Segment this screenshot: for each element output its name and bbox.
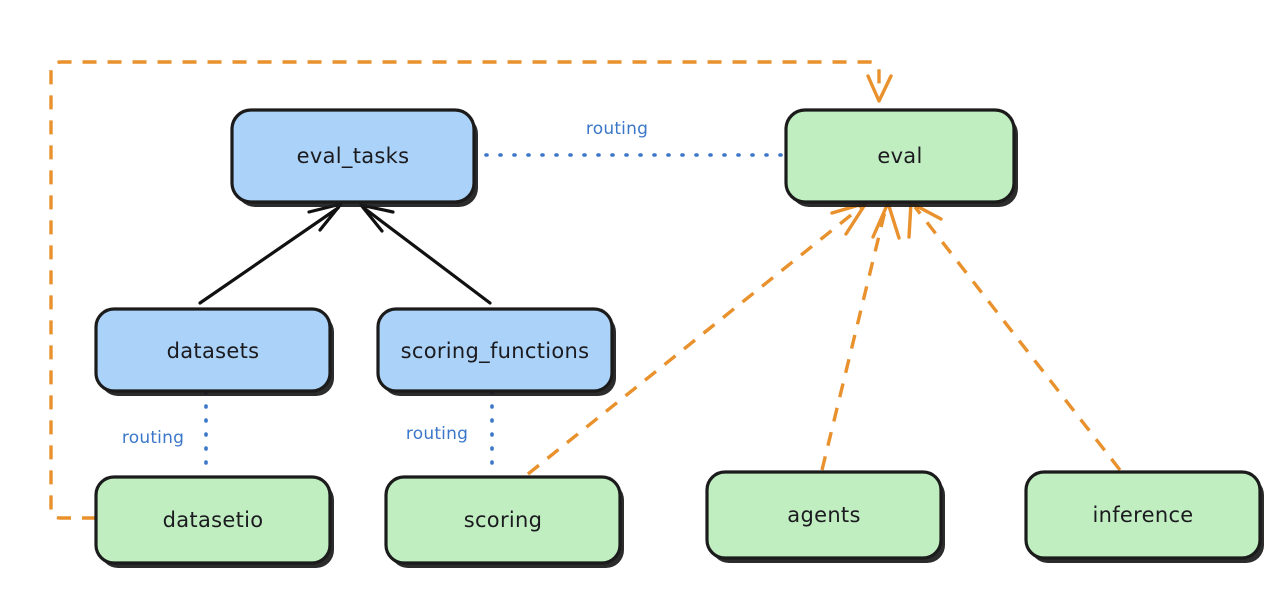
edge-scoring_functions-to-eval_tasks-path <box>362 206 492 305</box>
edge-layer: routing routing routing <box>49 60 1122 520</box>
node-datasetio-label: datasetio <box>163 508 264 532</box>
node-agents[interactable]: agents <box>705 470 945 563</box>
node-scoring-functions[interactable]: scoring_functions <box>376 307 616 396</box>
node-datasets-label: datasets <box>167 339 260 363</box>
edge-datasetio-to-eval <box>49 60 893 520</box>
edge-scoring_functions-to-eval_tasks <box>359 203 492 305</box>
node-datasets-box[interactable] <box>94 307 332 393</box>
node-agents-box[interactable] <box>705 470 943 560</box>
node-eval-box[interactable] <box>784 108 1016 204</box>
node-datasets[interactable]: datasets <box>94 307 334 396</box>
edge-agents-to-eval-arrowhead <box>871 201 901 240</box>
edge-agents-to-eval-path <box>820 206 888 471</box>
node-eval-tasks[interactable]: eval_tasks <box>230 108 478 207</box>
node-inference[interactable]: inference <box>1024 470 1264 563</box>
node-eval[interactable]: eval <box>784 108 1018 207</box>
edge-scoring-to-eval-path <box>526 205 863 476</box>
node-scoring-functions-box[interactable] <box>376 307 614 393</box>
edge-scoring_functions-to-scoring: routing <box>406 390 494 478</box>
edge-datasetio-to-eval-arrowhead <box>866 74 893 103</box>
node-scoring-box[interactable] <box>384 475 622 565</box>
node-inference-label: inference <box>1092 503 1193 527</box>
node-eval-tasks-label: eval_tasks <box>297 144 410 169</box>
node-datasetio-box[interactable] <box>94 475 332 565</box>
node-scoring[interactable]: scoring <box>384 475 624 568</box>
edge-inference-to-eval <box>907 201 1122 472</box>
node-scoring-label: scoring <box>464 508 543 532</box>
node-layer: eval_tasks eval datasets scoring_functio… <box>94 108 1264 568</box>
node-eval-label: eval <box>877 144 922 168</box>
node-eval-tasks-box[interactable] <box>230 108 476 204</box>
edge-datasets-to-eval_tasks <box>198 202 343 305</box>
edge-inference-to-eval-path <box>913 205 1122 472</box>
edge-label-routing-eval: routing <box>586 119 648 139</box>
node-inference-box[interactable] <box>1024 470 1262 560</box>
edge-label-routing-scoring: routing <box>406 424 468 444</box>
edge-label-routing-datasetio: routing <box>122 428 184 448</box>
node-scoring-functions-label: scoring_functions <box>401 339 590 364</box>
edge-eval_tasks-to-eval: routing <box>470 119 790 157</box>
edge-datasets-to-datasetio: routing <box>122 390 208 478</box>
node-datasetio[interactable]: datasetio <box>94 475 334 568</box>
edge-agents-to-eval <box>820 201 901 471</box>
edge-datasets-to-eval_tasks-path <box>198 206 340 305</box>
node-agents-label: agents <box>787 503 860 527</box>
